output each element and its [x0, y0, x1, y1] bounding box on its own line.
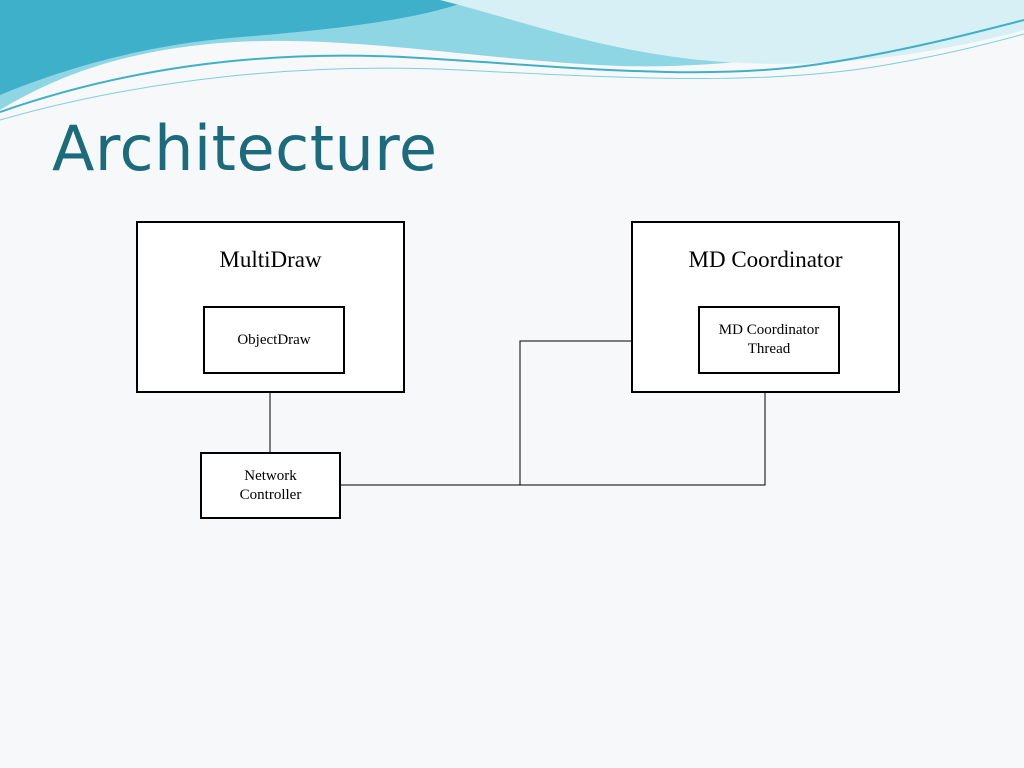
node-objectdraw-label: ObjectDraw — [237, 331, 311, 348]
node-md-coordinator-thread-label-line2: Thread — [747, 341, 791, 357]
edge-network-controller-md-coordinator — [340, 392, 766, 486]
node-network-controller-label-line2: Controller — [239, 486, 302, 503]
node-md-coordinator-label: MD Coordinator — [688, 247, 843, 272]
header-wave-decoration — [0, 0, 1024, 121]
node-network-controller-label-line1: Network — [244, 467, 297, 484]
node-md-coordinator-thread-label-line1: MD Coordinator — [718, 322, 820, 338]
node-multidraw-label: MultiDraw — [219, 247, 322, 272]
node-md-coordinator-thread: MD Coordinator Thread — [698, 306, 840, 374]
node-network-controller: Network Controller — [200, 452, 341, 519]
node-objectdraw: ObjectDraw — [203, 306, 345, 374]
slide-title: Architecture — [52, 112, 438, 185]
